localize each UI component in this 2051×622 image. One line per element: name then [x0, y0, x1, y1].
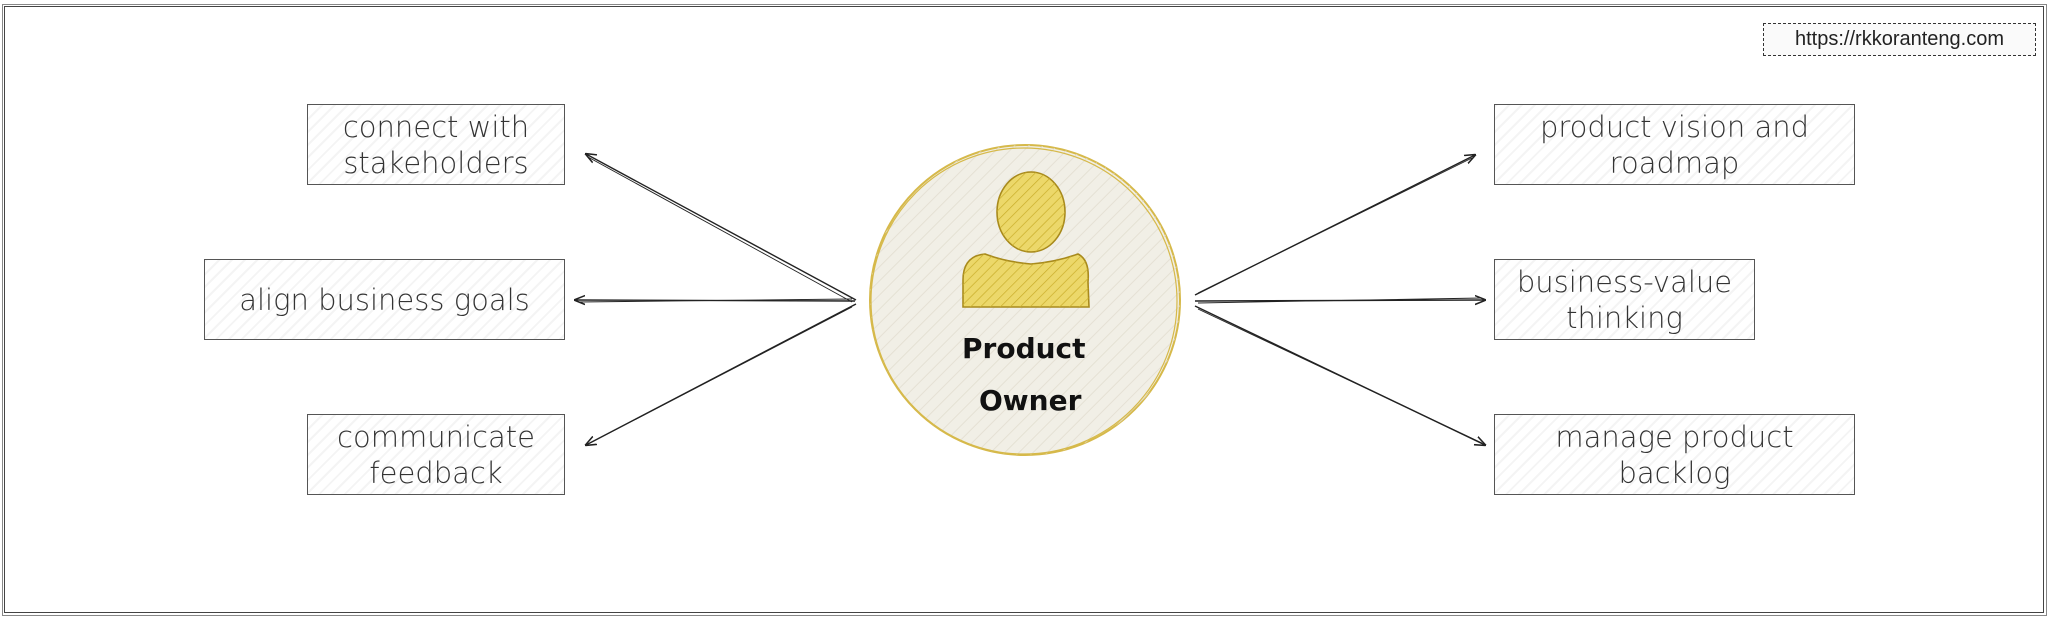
box-label: manage product backlog — [1555, 419, 1794, 490]
box-communicate-feedback: communicate feedback — [307, 414, 565, 495]
box-label: connect with stakeholders — [342, 109, 530, 180]
center-label-product: Product — [962, 332, 1086, 365]
box-business-value-thinking: business-value thinking — [1494, 259, 1755, 340]
box-label: product vision and roadmap — [1539, 109, 1810, 180]
center-label-owner: Owner — [979, 384, 1082, 417]
url-badge: https://rkkoranteng.com — [1763, 23, 2036, 56]
product-owner-node — [869, 144, 1181, 456]
box-align-business-goals: align business goals — [204, 259, 565, 340]
diagram-frame — [4, 6, 2044, 613]
box-product-vision-and-roadmap: product vision and roadmap — [1494, 104, 1855, 185]
box-label: align business goals — [239, 282, 530, 317]
box-label: communicate feedback — [337, 419, 535, 490]
box-connect-with-stakeholders: connect with stakeholders — [307, 104, 565, 185]
person-icon — [962, 171, 1090, 308]
arrow-to-connect-with-stakeholders — [586, 154, 857, 301]
box-manage-product-backlog: manage product backlog — [1494, 414, 1855, 495]
outer-frame-shadow — [2, 4, 2047, 616]
box-label: business-value thinking — [1516, 264, 1733, 335]
